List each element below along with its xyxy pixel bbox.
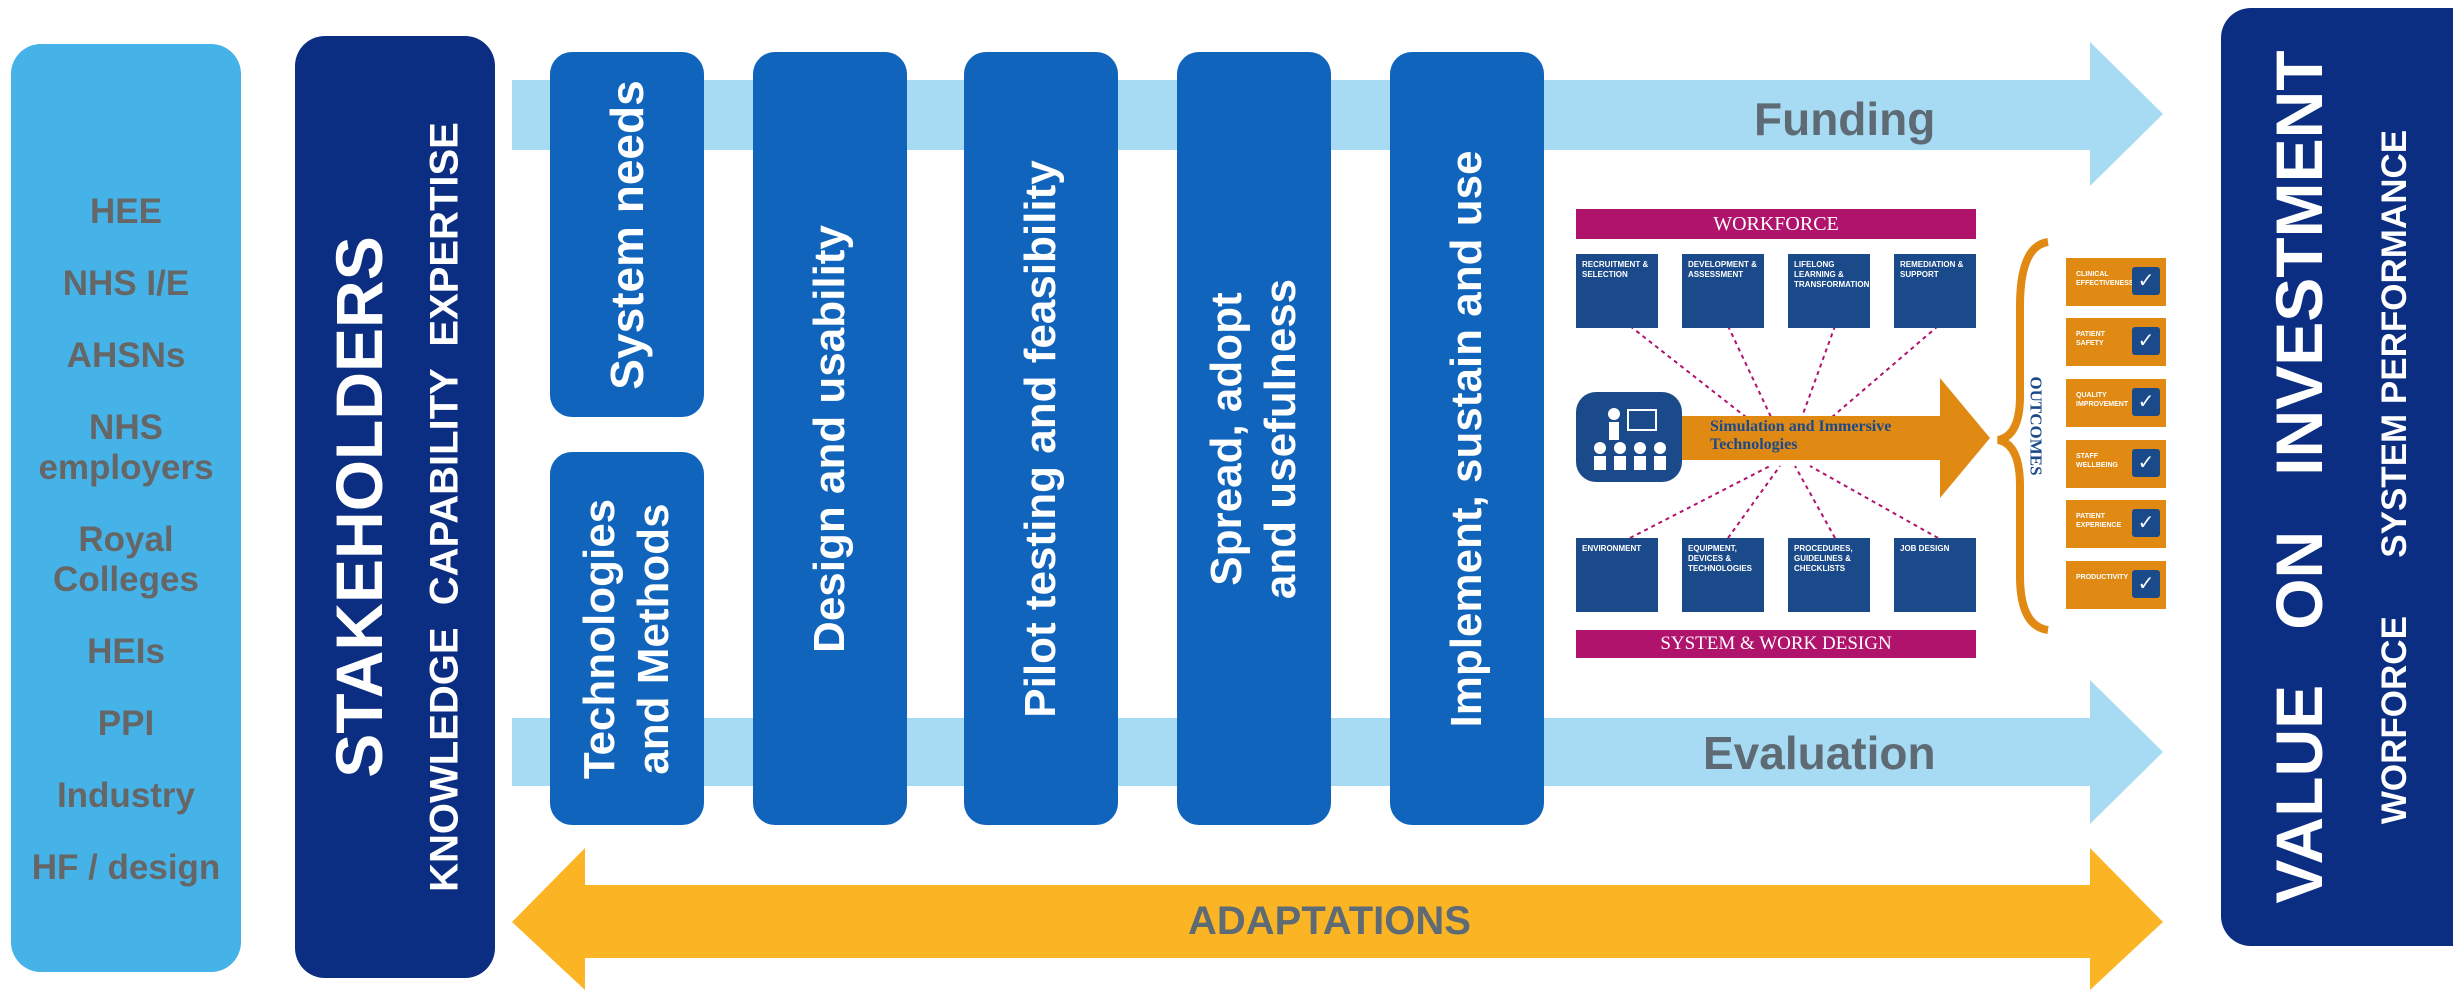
outcome-quality-improvement: QUALITY IMPROVEMENT ✓ [2066,379,2166,427]
workforce-cell-remediation: REMEDIATION & SUPPORT [1894,254,1976,328]
checkbox-icon: ✓ [2132,570,2160,598]
checkbox-icon: ✓ [2132,327,2160,355]
evaluation-label: Evaluation [1703,727,1936,779]
system-header: SYSTEM & WORK DESIGN [1576,630,1976,658]
simulation-icon [1576,392,1682,482]
people-icon [1594,408,1666,470]
stage-system-needs-label: System needs [601,79,653,390]
adaptations-label: ADAPTATIONS [1188,899,1471,943]
simulation-label: Simulation and Immersive Technologies [1710,418,1892,453]
outcome-clinical-effectiveness: CLINICAL EFFECTIVENESS ✓ [2066,258,2166,306]
outcome-productivity: PRODUCTIVITY ✓ [2066,561,2166,609]
stakeholder-nhs-ie: NHS I/E [62,264,190,303]
stakeholder-hee: HEE [90,192,162,231]
outcome-patient-safety: PATIENT SAFETY ✓ [2066,318,2166,366]
stage-design-usability-label: Design and usability [805,224,854,653]
stage-spread-adopt: Spread, adopt and usefulness [1177,52,1331,825]
system-cell-procedures: PROCEDURES, GUIDELINES & CHECKLISTS [1788,538,1870,612]
checkbox-icon: ✓ [2132,267,2160,295]
outcome-patient-experience: PATIENT EXPERIENCE ✓ [2066,500,2166,548]
workforce-header: WORKFORCE [1576,209,1976,239]
system-cell-equipment: EQUIPMENT, DEVICES & TECHNOLOGIES [1682,538,1764,612]
stage-implement-label: Implement, sustain and use [1442,149,1491,728]
stakeholder-list: HEE NHS I/E AHSNs NHS employers Royal Co… [11,192,241,888]
stage-system-needs: System needs [550,52,704,417]
stakeholder-hf-design: HF / design [31,848,221,887]
stage-spread-adopt-label: Spread, adopt and usefulness [1202,278,1305,599]
workforce-cell-recruitment: RECRUITMENT & SELECTION [1576,254,1658,328]
stakeholder-ppi: PPI [97,704,155,743]
checkbox-icon: ✓ [2132,509,2160,537]
stakeholder-ahsns: AHSNs [66,336,186,375]
stakeholders-panel: STAKEHOLDERS KNOWLEDGE CAPABILITY EXPERT… [295,36,495,978]
stage-technologies-methods-label: Technologies and Methods [575,498,678,779]
funding-arrow [512,42,2163,186]
stakeholder-nhs-employers: NHS employers [38,408,214,487]
simulation-arrow [1680,378,1990,498]
framework-connectors [1629,238,2049,634]
stage-pilot-testing-label: Pilot testing and feasibility [1016,159,1065,718]
adaptations-arrow [512,848,2163,990]
stakeholder-list-panel: HEE NHS I/E AHSNs NHS employers Royal Co… [11,44,241,972]
stage-pilot-testing: Pilot testing and feasibility [964,52,1118,825]
workforce-cell-lifelong: LIFELONG LEARNING & TRANSFORMATION [1788,254,1870,328]
workforce-cell-development: DEVELOPMENT & ASSESSMENT [1682,254,1764,328]
checkbox-icon: ✓ [2132,449,2160,477]
value-panel: VALUE ON INVESTMENT WORFORCE SYSTEM PERF… [2221,8,2453,946]
funding-label: Funding [1754,93,1936,145]
stage-implement: Implement, sustain and use [1390,52,1544,825]
checkbox-icon: ✓ [2132,388,2160,416]
stage-design-usability: Design and usability [753,52,907,825]
stakeholder-heis: HEIs [87,632,165,671]
outcomes-brace [1996,238,2049,634]
evaluation-arrow [512,680,2163,824]
system-cell-job-design: JOB DESIGN [1894,538,1976,612]
stakeholder-royal-colleges: Royal Colleges [53,520,199,599]
stage-technologies-methods: Technologies and Methods [550,452,704,825]
outcome-staff-wellbeing: STAFF WELLBEING ✓ [2066,440,2166,488]
stakeholder-industry: Industry [56,776,196,815]
outcomes-label: OUTCOMES [2026,376,2046,476]
system-cell-environment: ENVIRONMENT [1576,538,1658,612]
